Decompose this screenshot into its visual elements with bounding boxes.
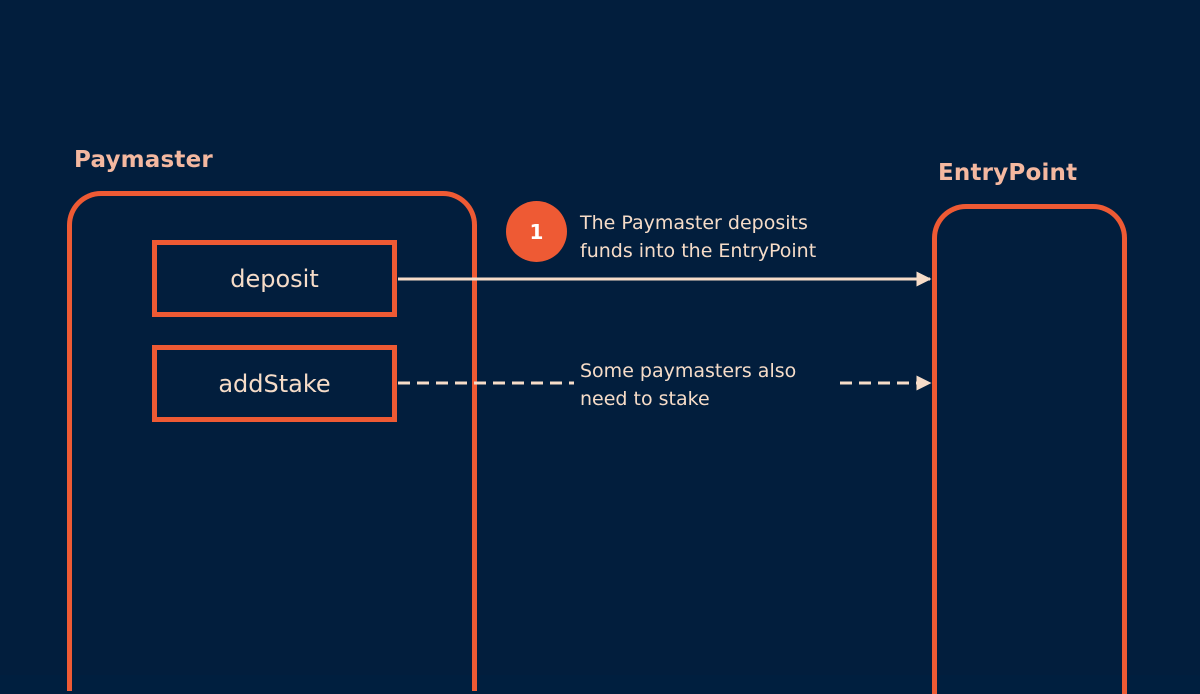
deposit-step-note: The Paymaster deposits funds into the En… <box>580 209 816 265</box>
entrypoint-container <box>932 204 1127 694</box>
add-stake-method[interactable]: addStake <box>152 345 397 422</box>
stake-step-note: Some paymasters also need to stake <box>580 357 796 413</box>
paymaster-container <box>67 191 477 691</box>
step-number-badge: 1 <box>506 201 567 262</box>
deposit-method-label: deposit <box>230 264 319 293</box>
deposit-note-line-1: The Paymaster deposits <box>580 212 808 234</box>
stake-note-line-2: need to stake <box>580 388 710 410</box>
add-stake-method-label: addStake <box>218 369 331 398</box>
deposit-note-line-2: funds into the EntryPoint <box>580 240 817 262</box>
entrypoint-title: EntryPoint <box>938 160 1078 186</box>
arrows-layer <box>398 271 932 391</box>
step-number: 1 <box>529 219 544 244</box>
deposit-method[interactable]: deposit <box>152 240 397 317</box>
paymaster-title: Paymaster <box>74 147 213 173</box>
diagram-canvas: Paymaster EntryPoint deposit addStake 1 … <box>67 147 1127 694</box>
stake-note-line-1: Some paymasters also <box>580 360 797 382</box>
